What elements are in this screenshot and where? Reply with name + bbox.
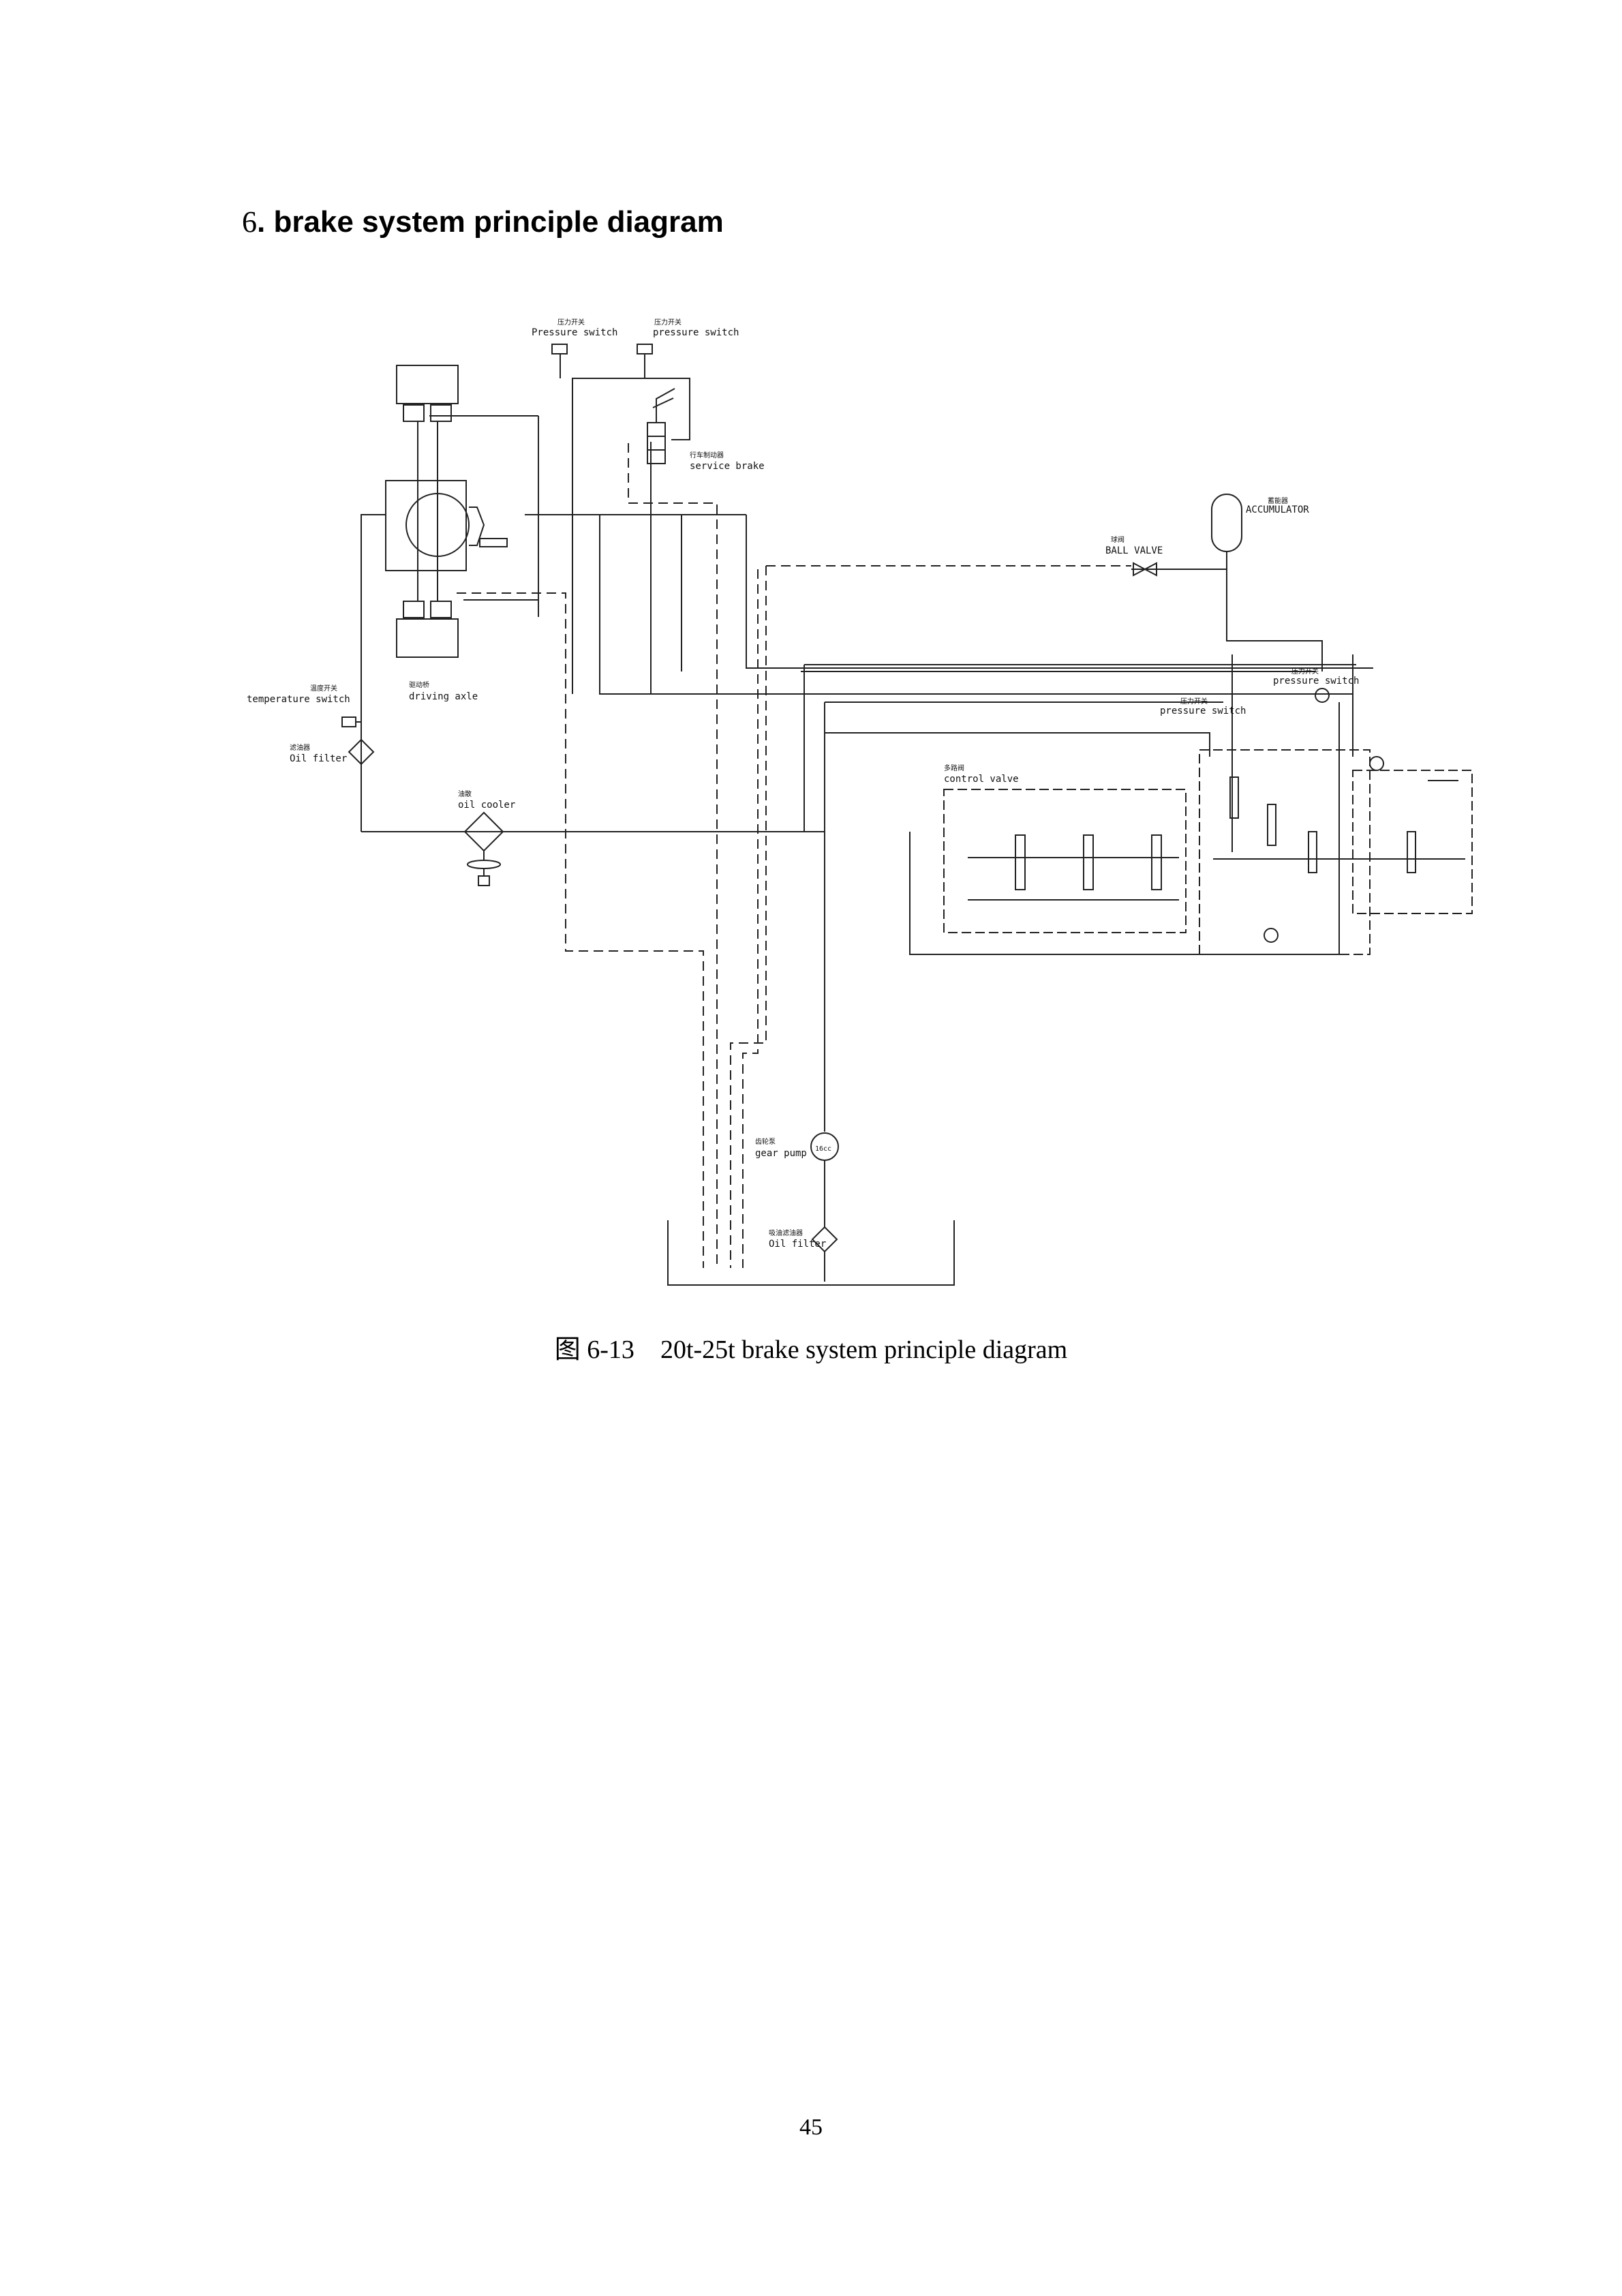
pressure-switch-right-label: pressure switch (653, 327, 739, 338)
drain-lines (457, 443, 1131, 1268)
oil-filter-label: Oil filter (290, 753, 347, 764)
accumulator-label-cn: 蓄能器 (1268, 496, 1288, 505)
temperature-switch-label-cn: 温度开关 (310, 684, 337, 693)
page-number: 45 (799, 2115, 823, 2140)
control-valve-label: control valve (944, 774, 1019, 785)
oil-filter-symbol (341, 716, 375, 766)
temperature-switch-label: temperature switch (247, 694, 350, 705)
control-valve-spools (968, 688, 1465, 943)
accumulator-label: ACCUMULATOR (1246, 504, 1309, 515)
gear-pump-label-cn: 齿轮泵 (755, 1137, 776, 1146)
driving-axle-symbol (385, 365, 539, 658)
ball-valve-label-cn: 球阀 (1111, 535, 1124, 544)
pressure-switch-left-label: Pressure switch (532, 327, 617, 338)
pressure-switch-left-label-cn: 压力开关 (557, 318, 585, 327)
pressure-switch-a-label-cn: 压力开关 (1291, 667, 1319, 676)
service-brake-label-cn: 行车制动器 (690, 451, 724, 459)
ball-valve-symbol (1133, 562, 1157, 577)
figure-title: 20t-25t brake system principle diagram (660, 1335, 1068, 1364)
driving-axle-label-cn: 驱动桥 (409, 681, 429, 689)
pressure-switch-right-label-cn: 压力开关 (654, 318, 682, 327)
oil-cooler-label-cn: 油散 (458, 789, 472, 798)
control-valve-block (943, 749, 1473, 955)
gear-pump-label: gear pump (755, 1148, 807, 1159)
gear-pump-symbol (810, 1132, 839, 1227)
pressure-switch-b-label-cn: 压力开关 (1180, 697, 1208, 706)
oil-filter-label-cn: 滤油器 (290, 743, 310, 752)
service-brake-valve (647, 388, 675, 464)
section-number: 6 (242, 205, 257, 239)
pressure-switch-b-label: pressure switch (1160, 706, 1246, 716)
pressure-switch-left-symbol (551, 344, 568, 378)
oil-tank (667, 1220, 955, 1286)
suction-filter-symbol (811, 1226, 838, 1282)
control-valve-label-cn: 多路阀 (944, 764, 964, 772)
figure-caption: 图 6-13 20t-25t brake system principle di… (0, 1328, 1622, 1365)
pressure-switch-right-symbol (637, 344, 653, 378)
ball-valve-label: BALL VALVE (1105, 545, 1163, 556)
pressure-switch-a-label: pressure switch (1273, 676, 1359, 686)
figure-number: 图 6-13 (554, 1335, 634, 1364)
oil-cooler-symbol (463, 811, 504, 886)
suction-filter-label: Oil filter (769, 1239, 826, 1250)
accumulator-symbol (1211, 494, 1242, 569)
section-title: . brake system principle diagram (257, 205, 724, 239)
service-brake-label: service brake (690, 461, 765, 472)
suction-filter-label-cn: 吸油滤油器 (769, 1228, 803, 1237)
oil-cooler-label: oil cooler (458, 800, 515, 811)
section-heading: 6. brake system principle diagram (242, 205, 724, 239)
gear-pump-size: 16cc (815, 1145, 831, 1153)
driving-axle-label: driving axle (409, 691, 478, 702)
